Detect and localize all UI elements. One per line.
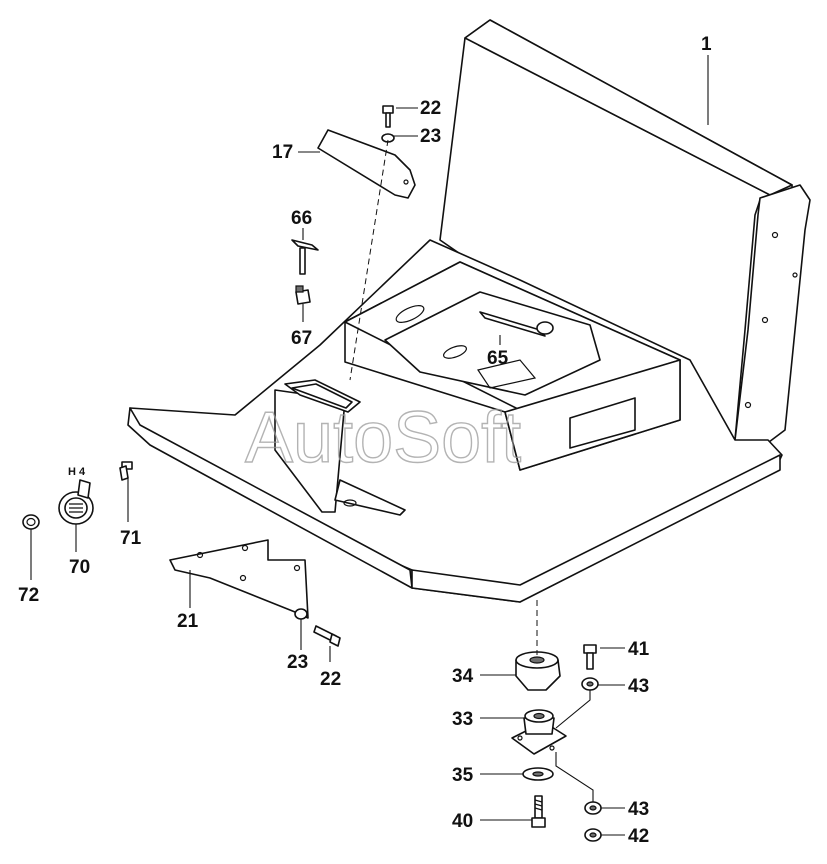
callout-65[interactable]: 65 [487,348,509,369]
callout-70[interactable]: 70 [69,557,90,578]
watermark: AutoSoft [245,398,521,478]
callout-41[interactable]: 41 [628,639,650,660]
callout-17[interactable]: 17 [272,142,293,163]
part-17-cover[interactable] [317,129,416,199]
part-22-bolt-lower[interactable] [313,625,341,647]
part-41-bolt[interactable] [583,644,597,670]
callout-34[interactable]: 34 [452,666,474,687]
callout-66[interactable]: 66 [291,208,312,229]
callout-35[interactable]: 35 [452,765,474,786]
callout-labels: 1 22 23 17 66 67 65 71 70 72 21 23 22 34… [18,34,712,847]
callout-22-lower[interactable]: 22 [320,669,341,690]
callout-40[interactable]: 40 [452,811,473,832]
callout-43-lower[interactable]: 43 [628,799,649,820]
callout-22-top[interactable]: 22 [420,98,441,119]
callout-71[interactable]: 71 [120,528,142,549]
lock-key-label: H 4 [68,466,86,478]
part-66-pin[interactable] [291,239,319,275]
callout-72[interactable]: 72 [18,585,39,606]
part-71-screw[interactable] [119,461,133,481]
part-43-washer-upper[interactable] [581,677,599,691]
callout-33[interactable]: 33 [452,709,473,730]
seat-back-panel[interactable] [439,19,811,461]
callout-21[interactable]: 21 [177,611,199,632]
callout-23-lower[interactable]: 23 [287,652,308,673]
part-72-nut[interactable] [22,514,40,530]
part-35-spacer[interactable] [522,767,554,781]
callout-42[interactable]: 42 [628,826,649,847]
part-23-washer-lower[interactable] [294,608,308,620]
part-22-bolt-top[interactable] [382,105,394,128]
part-43-washer-lower[interactable] [584,801,602,815]
part-33-vibration-damper[interactable] [511,709,567,755]
callout-67[interactable]: 67 [291,328,312,349]
alignment-lines [349,139,538,655]
part-21-bracket[interactable] [169,539,309,619]
part-67-clip[interactable] [295,285,311,305]
leader-lines [30,55,709,836]
platform-base[interactable] [127,239,783,603]
callout-23-top[interactable]: 23 [420,126,441,147]
part-70-lock[interactable] [58,479,94,525]
part-40-bolt[interactable] [531,795,546,828]
part-42-nut[interactable] [584,828,602,842]
callout-43-upper[interactable]: 43 [628,676,649,697]
part-34-rubber-mount[interactable] [515,651,561,691]
callout-1[interactable]: 1 [701,34,712,55]
